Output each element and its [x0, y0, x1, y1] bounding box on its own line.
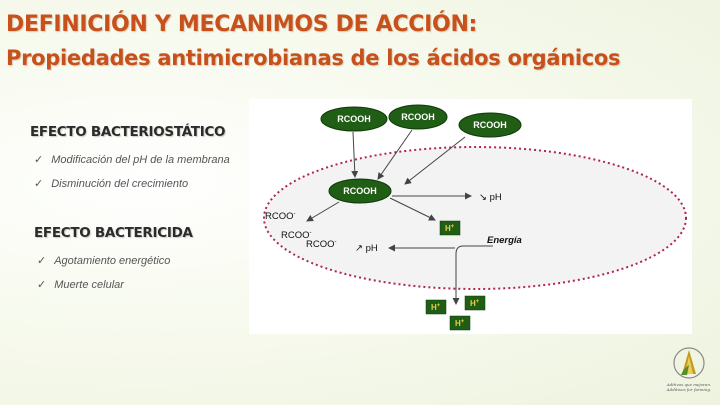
svg-text:H+: H+ — [470, 299, 480, 308]
rcoo-label-3: RCOO- — [306, 239, 337, 250]
list-item: ✓Muerte celular — [37, 279, 124, 291]
svg-text:H+: H+ — [431, 303, 441, 312]
list-item: ✓Agotamiento energético — [37, 255, 171, 267]
svg-text:H+: H+ — [455, 319, 465, 328]
mechanism-svg: RCOOH RCOOH RCOOH RCOOH ↘ pH RCOO- RCOO-… — [263, 104, 687, 331]
energy-pump-arrow — [452, 245, 493, 305]
check-icon: ✓ — [37, 279, 47, 291]
rcooh-pill-3: RCOOH — [458, 112, 522, 138]
rcoo-label-1: RCOO- — [265, 211, 296, 222]
arrow-entry-1 — [351, 131, 359, 178]
heading-bactericidal: EFECTO BACTERICIDA — [34, 225, 193, 241]
list-item: ✓Modificación del pH de la membrana — [34, 154, 230, 166]
mechanism-diagram: RCOOH RCOOH RCOOH RCOOH ↘ pH RCOO- RCOO-… — [249, 99, 692, 334]
h-ion-inside: H+ — [439, 220, 461, 236]
check-icon: ✓ — [34, 154, 44, 166]
page-subtitle: Propiedades antimicrobianas de los ácido… — [6, 46, 621, 70]
rcooh-label: RCOOH — [473, 120, 507, 130]
arrow-to-rcoo — [306, 201, 340, 222]
heading-bacteriostatic: EFECTO BACTERIOSTÁTICO — [30, 124, 226, 140]
ph-decrease-label: ↘ pH — [479, 192, 502, 203]
rcooh-label: RCOOH — [401, 112, 435, 122]
rcooh-pill-center: RCOOH — [328, 178, 392, 204]
arrow-entry-3 — [404, 136, 466, 185]
check-icon: ✓ — [34, 178, 44, 190]
ph-increase-label: ↗ pH — [355, 243, 378, 254]
h-ion-out-3: H+ — [449, 315, 471, 331]
rcooh-label: RCOOH — [337, 114, 371, 124]
company-logo: Aditivos que mejoran. Additives for farm… — [665, 345, 713, 403]
arrow-to-h — [389, 197, 436, 221]
rcoo-label-2: RCOO- — [281, 230, 312, 241]
rcooh-pill-1: RCOOH — [320, 106, 388, 132]
logo-mark-icon — [673, 347, 705, 379]
bactericidal-list: ✓Agotamiento energético ✓Muerte celular — [37, 249, 170, 297]
h-ion-out-1: H+ — [425, 299, 447, 315]
rcooh-label: RCOOH — [343, 186, 377, 196]
bacteriostatic-list: ✓Modificación del pH de la membrana ✓Dis… — [34, 148, 230, 196]
h-ion-out-2: H+ — [464, 295, 486, 311]
arrow-entry-2 — [377, 129, 413, 180]
svg-text:H+: H+ — [445, 224, 455, 233]
page-title: DEFINICIÓN Y MECANIMOS DE ACCIÓN: — [6, 12, 478, 37]
list-item: ✓Disminución del crecimiento — [34, 178, 189, 190]
cell-membrane — [263, 146, 687, 290]
logo-tagline: Aditivos que mejoran. Additives for farm… — [666, 382, 712, 392]
check-icon: ✓ — [37, 255, 47, 267]
energy-label: Energía — [487, 235, 522, 246]
rcooh-pill-2: RCOOH — [388, 104, 448, 130]
